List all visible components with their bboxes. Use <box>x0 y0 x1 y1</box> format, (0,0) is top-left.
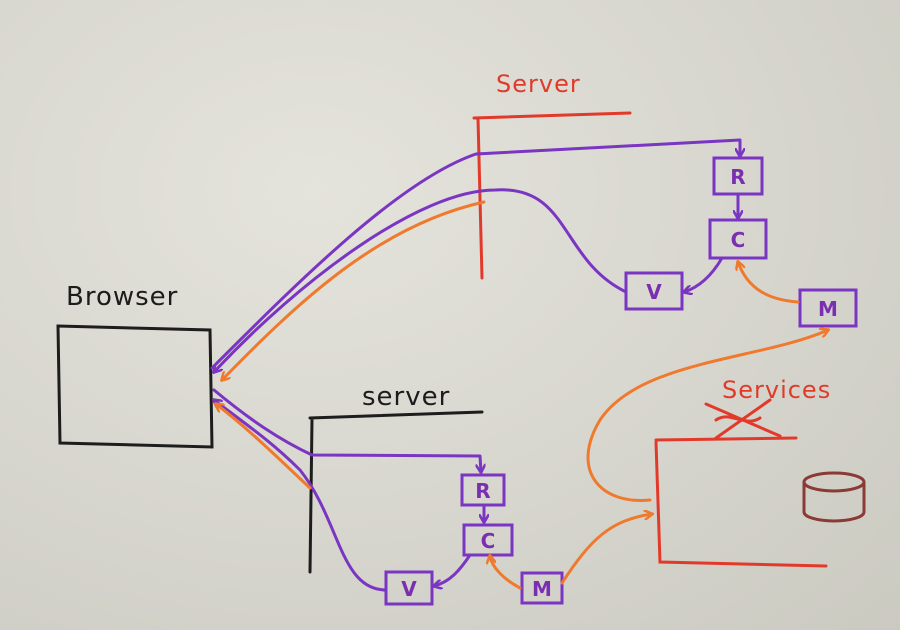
browser-box <box>56 324 214 449</box>
top-controller-label: C <box>731 228 746 252</box>
services-boundary <box>654 436 828 568</box>
bottom-router-label: R <box>475 479 490 503</box>
top-model-label: M <box>818 297 838 321</box>
browser-label: Browser <box>66 282 178 312</box>
top-router-label: R <box>730 165 745 189</box>
top-controller-to-view-arrow <box>684 256 724 292</box>
top-view-label: V <box>646 280 662 304</box>
database-icon <box>802 471 866 523</box>
bottom-controller-to-view-arrow <box>434 553 472 586</box>
bottom-view-response-arrow <box>214 400 388 592</box>
bottom-controller-label: C <box>481 529 496 553</box>
bottom-model-to-services-arrow <box>560 514 652 585</box>
server-top-label: Server <box>496 70 581 98</box>
top-orange-response-arrow <box>222 200 486 380</box>
server-bottom-label: server <box>362 382 450 412</box>
server-bottom-boundary <box>308 410 484 574</box>
bottom-controller-model-arrow <box>490 556 522 590</box>
crossed-out-scribble <box>704 398 782 440</box>
bottom-model-box <box>520 571 564 605</box>
bottom-request-arrow <box>212 388 481 472</box>
services-to-top-model-arrow <box>586 330 828 502</box>
server-top-boundary <box>472 111 632 280</box>
bottom-view-label: V <box>401 577 417 601</box>
top-model-box <box>798 288 858 328</box>
top-controller-model-arrow <box>738 262 800 304</box>
top-view-response-arrow <box>214 188 628 372</box>
top-controller-box <box>708 218 768 260</box>
bottom-orange-response-arrow <box>216 404 312 490</box>
services-label: Services <box>722 376 831 404</box>
bottom-model-label: M <box>532 577 552 601</box>
top-request-arrow <box>210 138 740 370</box>
